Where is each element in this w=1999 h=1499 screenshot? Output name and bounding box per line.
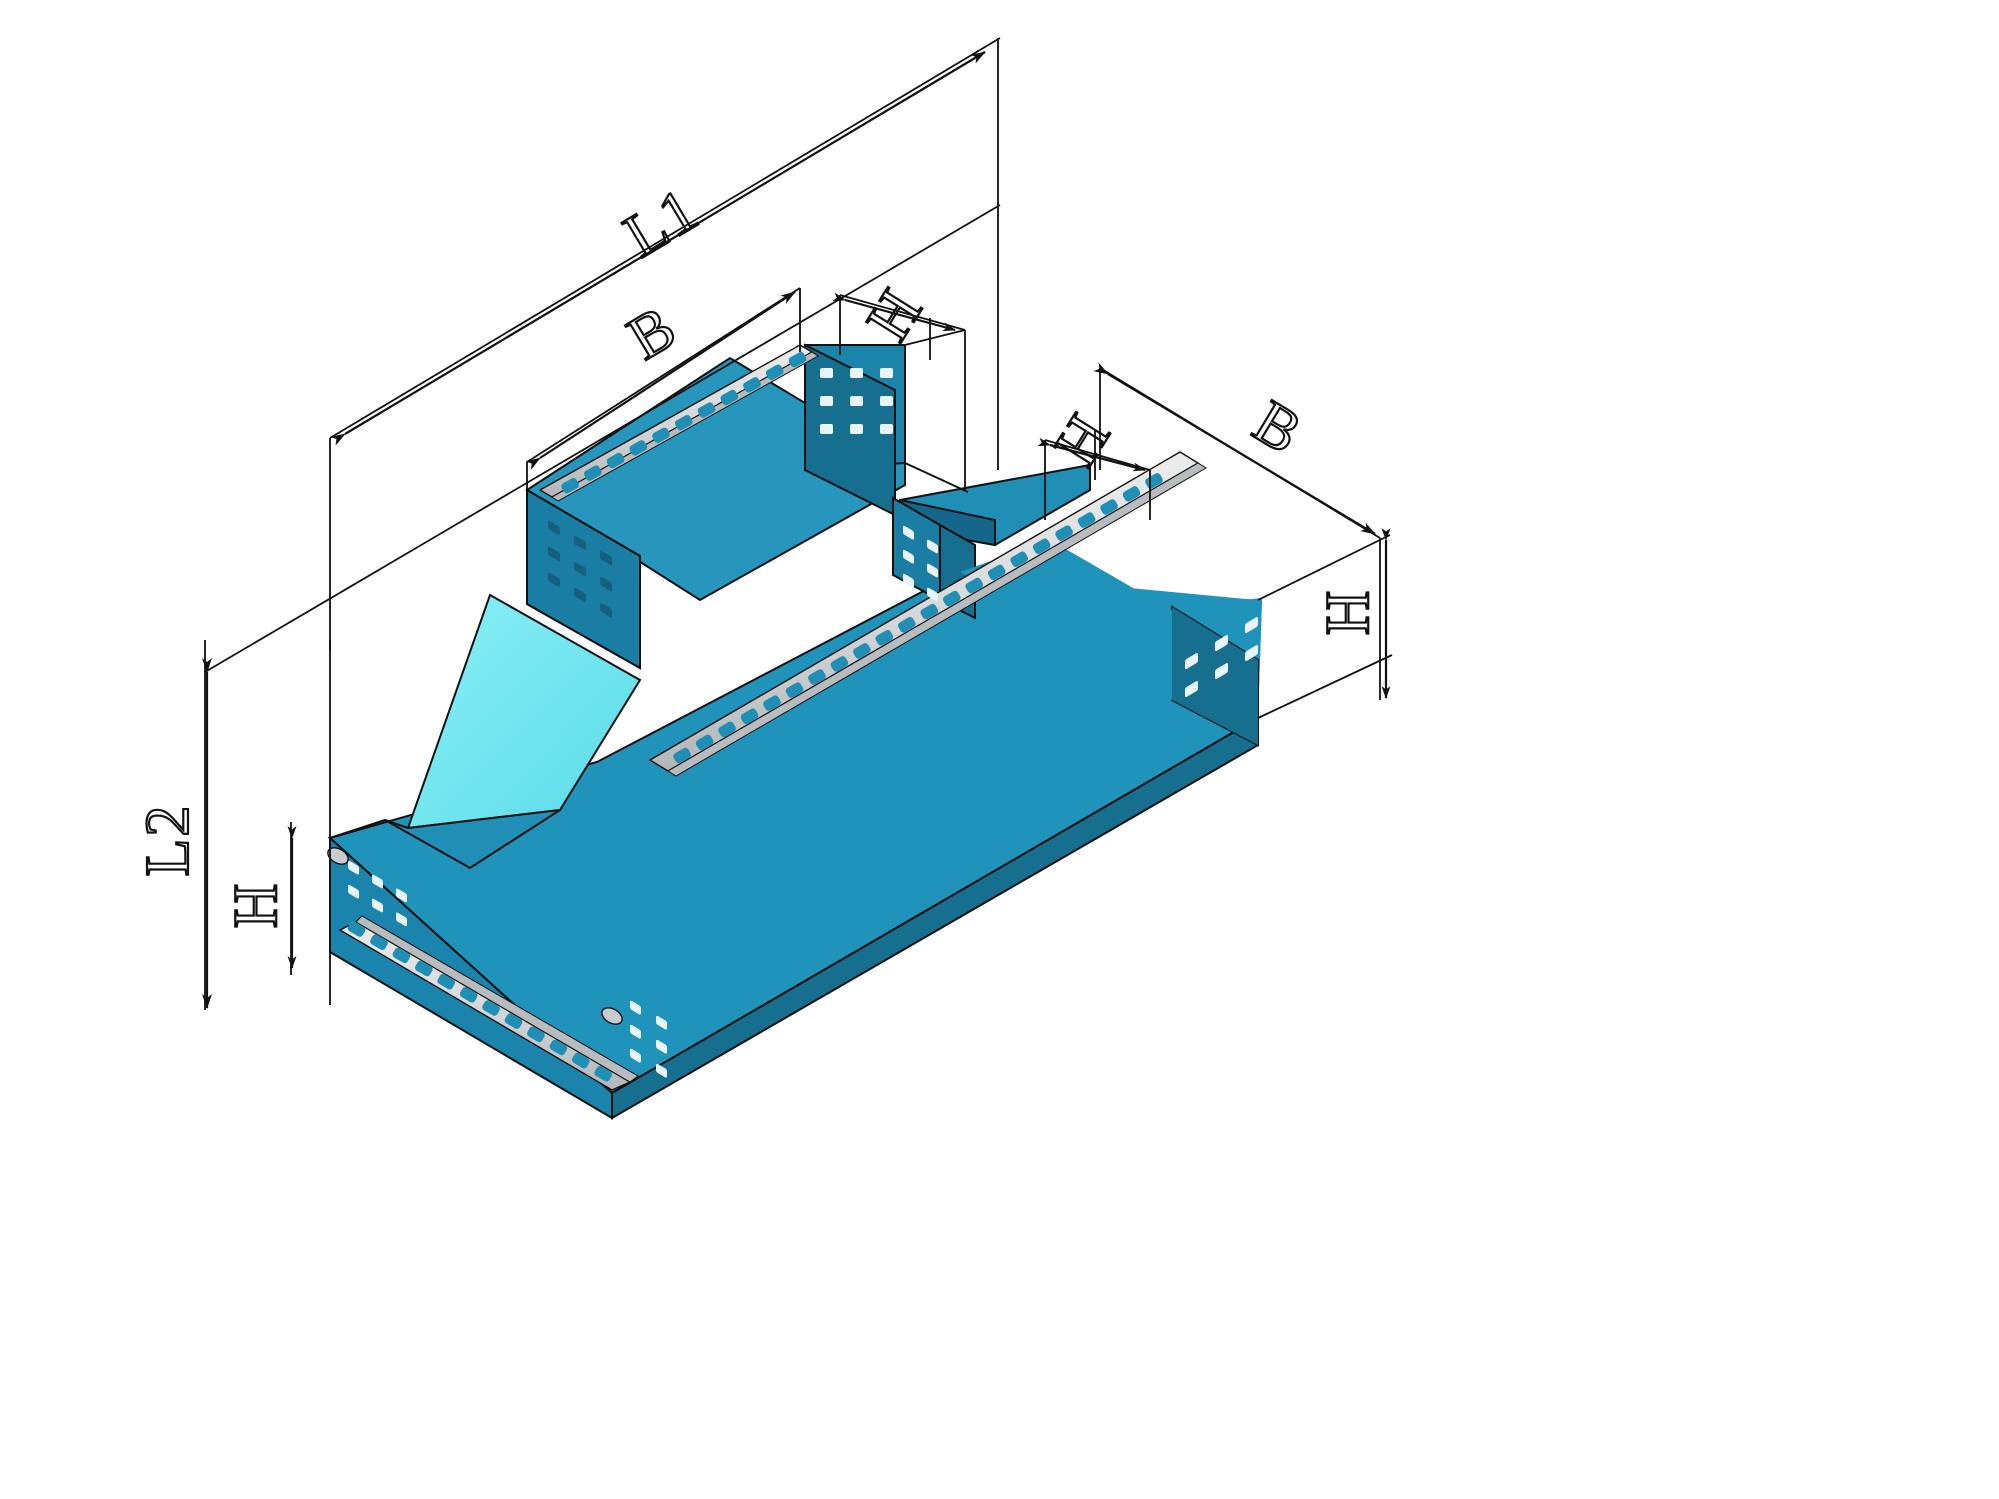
bolt-holes-lower-left-plate bbox=[348, 860, 407, 927]
dimension-label-L2: L2 bbox=[134, 804, 202, 877]
extension-lines bbox=[204, 37, 1393, 1010]
perforated-rail-front-bottom bbox=[338, 915, 639, 1091]
bolt-holes-front-wall-plate bbox=[630, 1000, 667, 1078]
dimension-line-B-right bbox=[1093, 362, 1376, 535]
bolt-holes-centre-stub bbox=[903, 525, 938, 602]
edge-bosses bbox=[327, 847, 623, 1025]
dimension-label-B-right: B bbox=[1242, 388, 1314, 469]
dimension-label-H-bottom: H bbox=[222, 882, 290, 929]
ramp-transition-panel bbox=[384, 593, 642, 870]
dimension-label-H-right: H bbox=[1314, 589, 1382, 636]
bolt-holes-branch-left-plate bbox=[548, 520, 612, 618]
dimension-line-H-top bbox=[832, 292, 956, 360]
dimension-line-B-left bbox=[525, 291, 796, 470]
dimension-label-B-left: B bbox=[617, 293, 689, 374]
dimension-label-L1: L1 bbox=[613, 175, 710, 271]
dimension-line-L1 bbox=[330, 51, 986, 446]
dimension-label-H-mid: H bbox=[1042, 402, 1124, 478]
bolt-holes-right-end-plate bbox=[1185, 617, 1258, 698]
